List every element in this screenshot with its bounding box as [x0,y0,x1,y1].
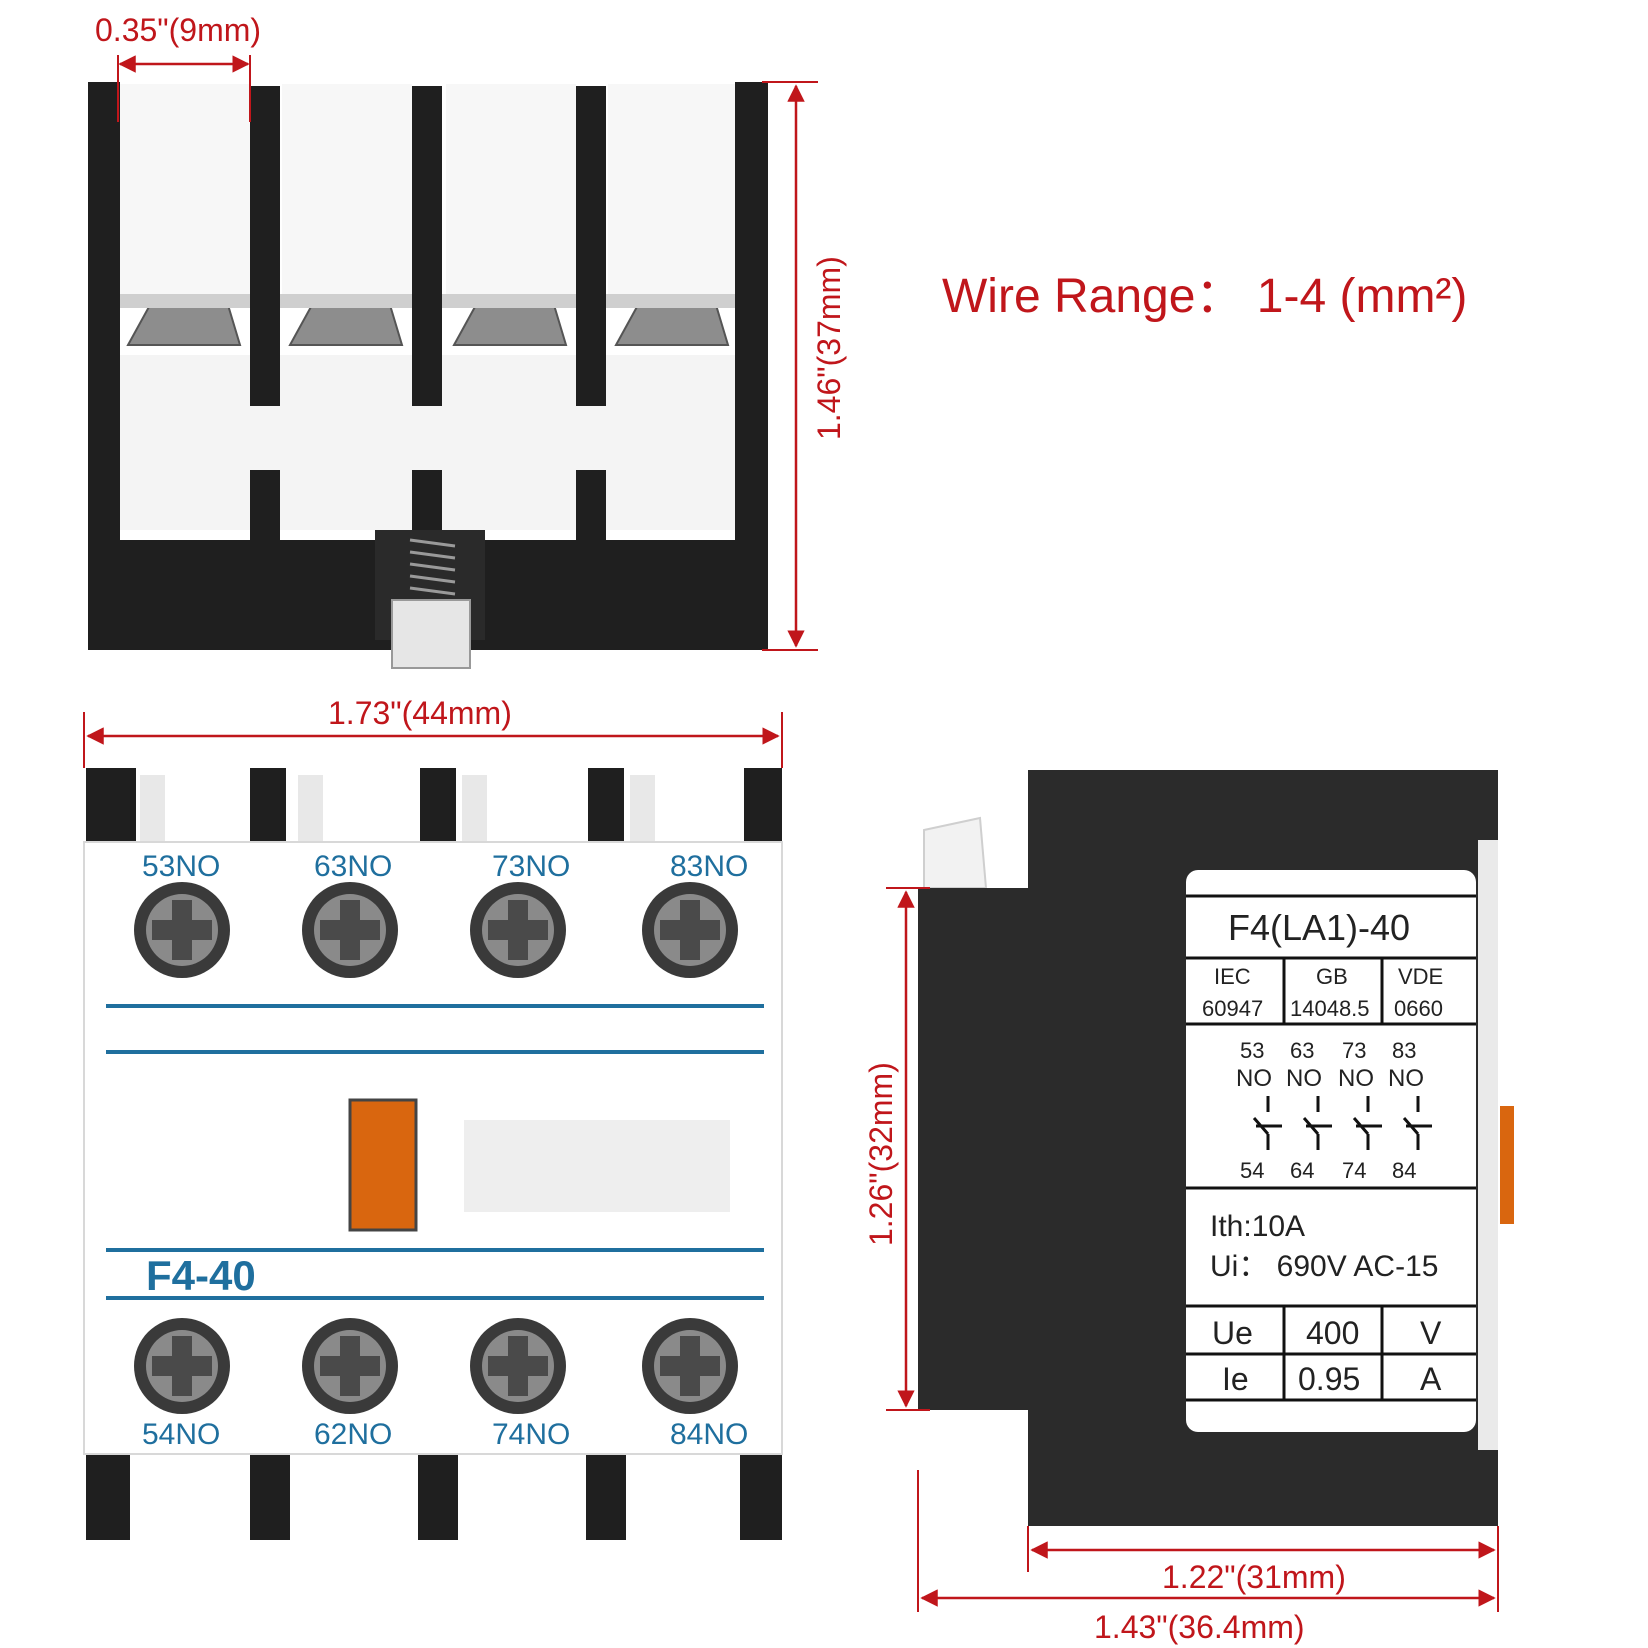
contact-type: NO [1388,1065,1424,1092]
standard-name: VDE [1398,964,1443,989]
screw-icon [302,1318,398,1414]
terminal-label-bottom: 84NO [670,1418,748,1451]
standard-code: 14048.5 [1290,996,1370,1021]
top-height-dimension-text: 1.46"(37mm) [811,256,847,440]
contact-number-top: 83 [1392,1038,1416,1063]
standard-name: IEC [1214,964,1251,989]
terminal-label-bottom: 62NO [314,1418,392,1451]
top-view-left-wall [88,82,120,562]
rating-value: 400 [1306,1315,1359,1351]
side-height-dimension: 1.26"(32mm) [863,887,930,1411]
label-window [464,1120,730,1212]
divider-lines [106,1004,764,1300]
screw-icon [470,882,566,978]
standard-code: 0660 [1394,996,1443,1021]
label-model: F4(LA1)-40 [1228,907,1410,948]
top-height-dimension: 1.46"(37mm) [762,81,847,651]
side-view: F4(LA1)-40 IEC 60947 GB 14048.5 VDE 0660… [918,770,1514,1526]
contact-number-bottom: 84 [1392,1158,1416,1183]
contact-type: NO [1338,1065,1374,1092]
front-width-dimension-text: 1.73"(44mm) [328,695,512,731]
screw-icon [642,882,738,978]
rating-value: 0.95 [1298,1361,1360,1397]
slider-plunger [391,599,471,669]
side-front-block [918,888,1030,1410]
bottom-tabs [86,1450,782,1540]
thermal-current: Ith:10A [1210,1210,1305,1243]
terminal-label-top: 73NO [492,850,570,883]
side-depth-total-text: 1.43"(36.4mm) [1094,1609,1305,1645]
side-indicator [1500,1106,1514,1224]
contact-number-top: 53 [1240,1038,1264,1063]
rating-symbol: Ie [1222,1361,1249,1397]
contact-number-bottom: 74 [1342,1158,1366,1183]
pitch-dimension-text: 0.35"(9mm) [95,12,261,48]
indicator-window [348,1098,418,1232]
front-view: 1.73"(44mm) 53NO 63NO 73NO 83NO [83,695,783,1540]
screw-icon [470,1318,566,1414]
top-tabs [86,768,782,850]
terminal-label-bottom: 74NO [492,1418,570,1451]
top-view-right-wall [735,82,768,562]
contact-type: NO [1286,1065,1322,1092]
separators [250,86,606,560]
side-depth-dimension: 1.22"(31mm) 1.43"(36.4mm) [917,1470,1499,1645]
side-depth-body-text: 1.22"(31mm) [1162,1559,1346,1595]
contact-type: NO [1236,1065,1272,1092]
standard-code: 60947 [1202,996,1263,1021]
terminal-label-top: 63NO [314,850,392,883]
pitch-dimension: 0.35"(9mm) [95,12,261,122]
screw-icon [642,1318,738,1414]
contact-number-bottom: 64 [1290,1158,1314,1183]
terminal-label-top: 83NO [670,850,748,883]
rating-label [1186,870,1476,1432]
terminal-label-bottom: 54NO [142,1418,220,1451]
contact-number-top: 63 [1290,1038,1314,1063]
screw-icon [134,1318,230,1414]
top-view [88,82,768,669]
screw-icon [302,882,398,978]
terminal-label-top: 53NO [142,850,220,883]
spring [409,538,456,596]
no-contact-symbol-icon [1252,1096,1432,1150]
screw-icon [134,882,230,978]
front-model-text: F4-40 [146,1252,256,1299]
side-height-dimension-text: 1.26"(32mm) [863,1062,899,1246]
rating-symbol: Ue [1212,1315,1253,1351]
contact-number-bottom: 54 [1240,1158,1264,1183]
wire-range-title: Wire Range： 1-4 (mm²) [942,270,1467,323]
side-latch [923,816,988,889]
rating-unit: V [1420,1315,1442,1351]
standard-name: GB [1316,964,1348,989]
contact-number-top: 73 [1342,1038,1366,1063]
rating-unit: A [1420,1361,1442,1397]
insulation-voltage: Ui： 690V AC-15 [1210,1250,1438,1283]
